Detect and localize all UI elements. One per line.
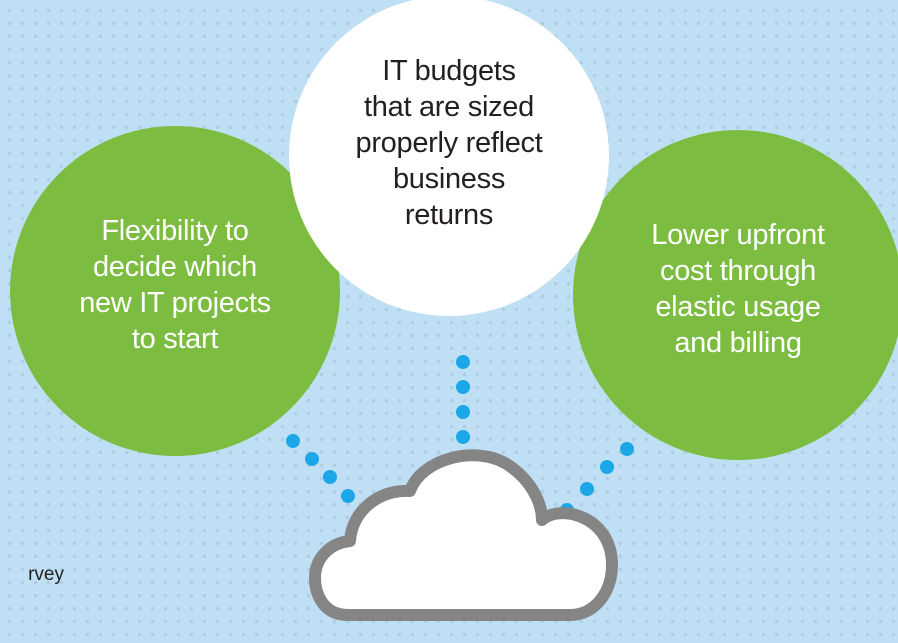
connector-dot — [456, 405, 470, 419]
connector-dot — [286, 434, 300, 448]
connector-dot — [456, 380, 470, 394]
connector-dot — [305, 452, 319, 466]
benefit-circle-lower-cost: Lower upfront cost through elastic usage… — [573, 130, 898, 460]
connector-dots-left — [286, 434, 355, 503]
connector-dot — [620, 442, 634, 456]
benefit-circle-budgets: IT budgets that are sized properly refle… — [289, 0, 609, 316]
connector-dots-right — [560, 442, 634, 517]
benefit-text-lower-cost: Lower upfront cost through elastic usage… — [651, 219, 825, 359]
connector-dot — [456, 430, 470, 444]
connector-dot — [580, 482, 594, 496]
connector-dots-center — [456, 355, 470, 444]
connector-dot — [560, 503, 574, 517]
connector-dot — [600, 460, 614, 474]
connector-dot — [323, 470, 337, 484]
benefit-circle-flexibility: Flexibility to decide which new IT proje… — [10, 126, 340, 456]
source-note: rvey — [28, 564, 64, 585]
benefit-text-flexibility: Flexibility to decide which new IT proje… — [79, 215, 271, 355]
connector-dot — [341, 489, 355, 503]
cloud-icon — [309, 449, 618, 621]
connector-dot — [456, 355, 470, 369]
benefit-text-budgets: IT budgets that are sized properly refle… — [355, 55, 543, 231]
